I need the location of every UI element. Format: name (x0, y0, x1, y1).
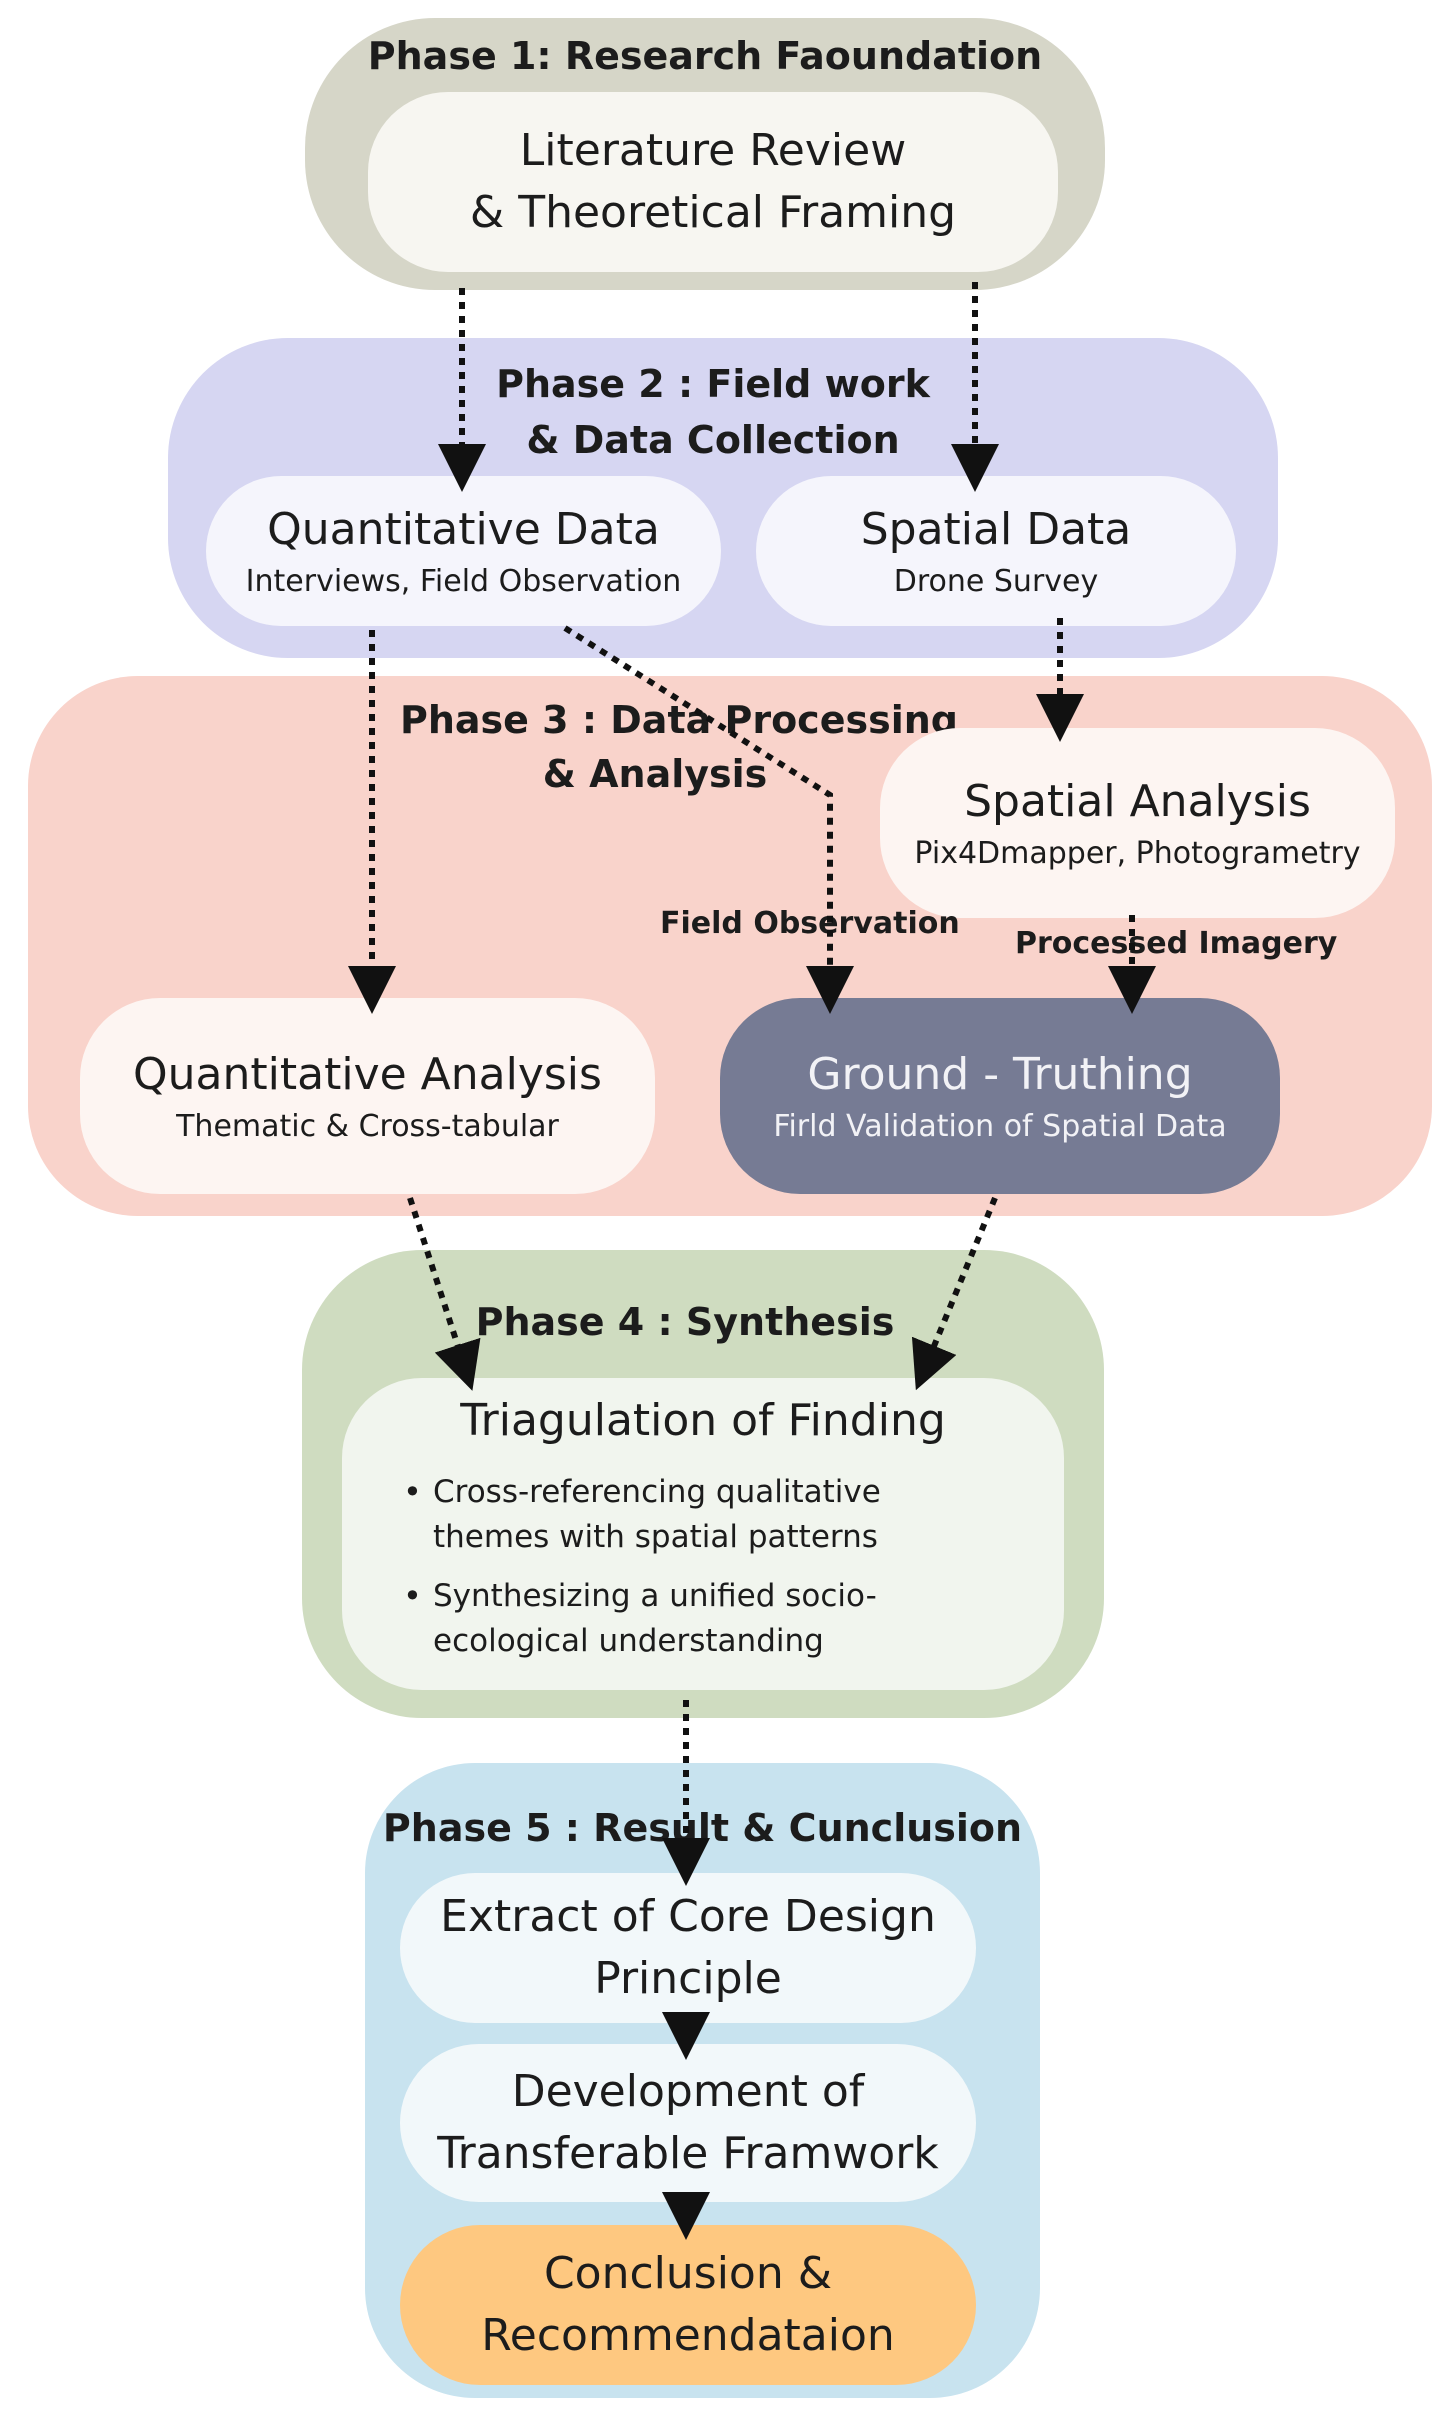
literature-review-line2: & Theoretical Framing (469, 187, 957, 238)
spatial-analysis-title: Spatial Analysis (964, 776, 1311, 827)
ground-truthing-sub: Firld Validation of Spatial Data (773, 1109, 1227, 1144)
field-observation-label: Field Observation (660, 906, 960, 941)
phase3-title-line1: Phase 3 : Data Processing (400, 698, 958, 742)
arrow-ground-truthing-to-synthesis (911, 1196, 998, 1391)
triangulation-title: Triagulation of Finding (460, 1395, 946, 1446)
quantitative-analysis-box: Quantitative Analysis Thematic & Cross-t… (80, 998, 655, 1194)
ground-truthing-box: Ground - Truthing Firld Validation of Sp… (720, 998, 1280, 1194)
phase4-title: Phase 4 : Synthesis (475, 1300, 895, 1344)
phase1-title: Phase 1: Research Faoundation (367, 34, 1043, 78)
framework-box: Development of Transferable Framwork (400, 2044, 976, 2202)
ground-truthing-title: Ground - Truthing (807, 1049, 1193, 1100)
core-design-box: Extract of Core Design Principle (400, 1873, 976, 2023)
quantitative-analysis-sub: Thematic & Cross-tabular (176, 1109, 559, 1144)
spatial-analysis-box: Spatial Analysis Pix4Dmapper, Photograme… (880, 728, 1395, 918)
conclusion-line2: Recommendataion (481, 2310, 895, 2361)
conclusion-line1: Conclusion & (543, 2248, 833, 2299)
literature-review-box: Literature Review & Theoretical Framing (368, 92, 1058, 272)
spatial-data-sub: Drone Survey (893, 564, 1099, 599)
triangulation-bullet: Cross-referencing qualitative themes wit… (403, 1470, 1003, 1560)
spatial-analysis-sub: Pix4Dmapper, Photogrametry (914, 836, 1361, 871)
framework-line2: Transferable Framwork (437, 2128, 939, 2179)
phase2-title-line1: Phase 2 : Field work (496, 362, 930, 406)
quantitative-data-title: Quantitative Data (267, 504, 660, 555)
quantitative-data-sub: Interviews, Field Observation (245, 564, 682, 599)
spatial-data-box: Spatial Data Drone Survey (756, 476, 1236, 626)
framework-line1: Development of (511, 2066, 865, 2117)
literature-review-line1: Literature Review (519, 125, 907, 176)
conclusion-box: Conclusion & Recommendataion (400, 2225, 976, 2385)
quantitative-data-box: Quantitative Data Interviews, Field Obse… (206, 476, 721, 626)
phase2-title-line2: & Data Collection (526, 418, 900, 462)
triangulation-bullet: Synthesizing a unified socio-ecological … (403, 1574, 1003, 1664)
spatial-data-title: Spatial Data (860, 504, 1132, 555)
arrow-quantitative-to-ground-truthing (563, 625, 854, 1014)
core-design-line1: Extract of Core Design (440, 1891, 936, 1942)
phase3-title-line2: & Analysis (542, 752, 768, 796)
triangulation-box: Triagulation of Finding Cross-referencin… (342, 1378, 1064, 1690)
core-design-line2: Principle (594, 1953, 782, 2004)
quantitative-analysis-title: Quantitative Analysis (133, 1049, 602, 1100)
arrow-quant-analysis-to-synthesis (407, 1197, 481, 1391)
processed-imagery-label: Processed Imagery (1015, 926, 1338, 961)
triangulation-bullet-list: Cross-referencing qualitative themes wit… (403, 1470, 1003, 1678)
